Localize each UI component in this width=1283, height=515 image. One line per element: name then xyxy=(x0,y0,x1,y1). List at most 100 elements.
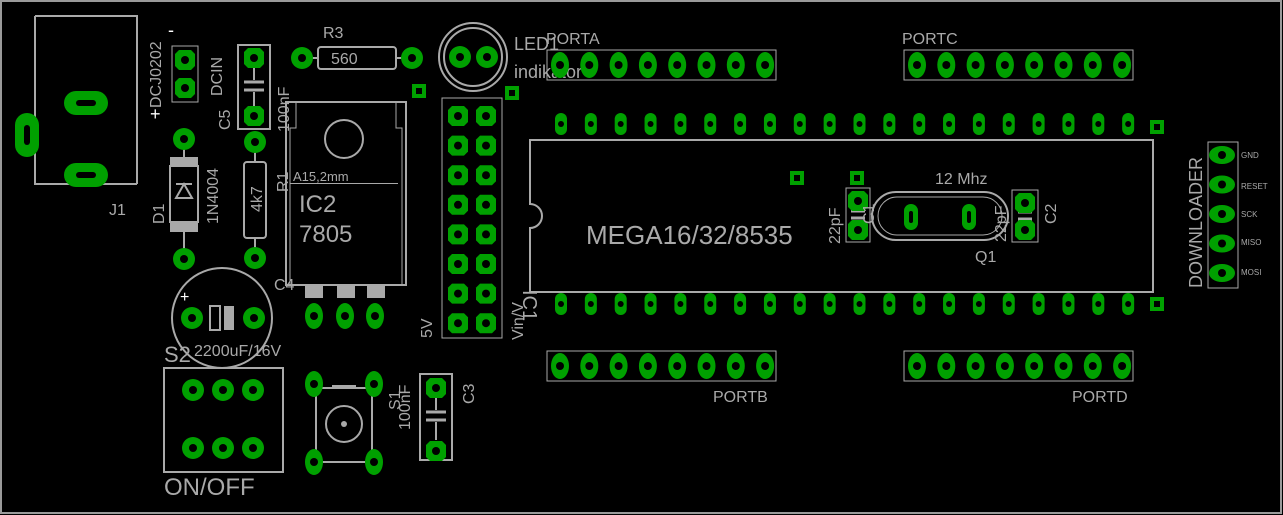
r3-label: R3 xyxy=(323,25,344,42)
mcu-pin xyxy=(913,293,926,315)
header-pin xyxy=(995,353,1014,379)
capacitor-c2 xyxy=(1011,189,1039,243)
cap-value-label: 2200uF/16V xyxy=(194,343,282,360)
cap-plus-label: + xyxy=(180,289,189,306)
mcu-pin xyxy=(1092,113,1105,135)
header-pin xyxy=(966,52,985,78)
mcu-pin xyxy=(614,293,627,315)
mcu-pin xyxy=(853,113,866,135)
q1-label: Q1 xyxy=(975,249,996,266)
mcu-pin xyxy=(943,113,956,135)
dcin-label: DCIN xyxy=(209,57,226,96)
header-pin xyxy=(476,165,496,186)
mcu-pin xyxy=(823,113,836,135)
header-pin xyxy=(1113,353,1132,379)
header-pin xyxy=(448,283,468,304)
header-pin xyxy=(448,224,468,245)
header-pin xyxy=(638,353,657,379)
crystal-q1 xyxy=(871,191,1009,241)
header-pin xyxy=(726,353,745,379)
mcu-pin xyxy=(1002,113,1015,135)
d1-label: D1 xyxy=(151,203,168,224)
power-header xyxy=(441,97,503,339)
header-pin xyxy=(937,52,956,78)
header-pin xyxy=(551,52,569,78)
header-pin xyxy=(756,52,775,78)
mcu-pin xyxy=(1002,293,1015,315)
header-pin xyxy=(551,353,569,379)
mcu-pin xyxy=(853,293,866,315)
c5-value-label: 100nF xyxy=(276,86,293,132)
led1-label: LED1 xyxy=(514,34,559,54)
mcu-label: MEGA16/32/8535 xyxy=(586,220,793,250)
r1-label: R1 xyxy=(275,171,292,192)
r3-value-label: 560 xyxy=(331,51,358,68)
mcu-pin xyxy=(1032,113,1045,135)
pin-reset-label: RESET xyxy=(1241,182,1268,191)
pin-sck-label: SCK xyxy=(1241,210,1258,219)
s1-label: S1 xyxy=(387,390,404,410)
mcu-pin xyxy=(1122,293,1135,315)
portc-label: PORTC xyxy=(902,31,958,48)
header-pin xyxy=(580,52,599,78)
header-pin xyxy=(638,52,657,78)
mcu-pin xyxy=(704,113,717,135)
capacitor-c3 xyxy=(419,373,453,461)
downloader-pin xyxy=(1209,264,1235,282)
switch-label: ON/OFF xyxy=(164,474,255,501)
header-pin xyxy=(448,194,468,215)
header-pin xyxy=(580,353,599,379)
mcu-pin xyxy=(734,113,747,135)
d1-value-label: 1N4004 xyxy=(205,168,222,224)
header-pin xyxy=(609,52,628,78)
downloader-pin xyxy=(1209,175,1235,194)
via-pad xyxy=(1150,297,1164,311)
header-pin xyxy=(668,52,687,78)
portb-label: PORTB xyxy=(713,389,768,406)
mcu-pin xyxy=(943,293,956,315)
mcu-pin xyxy=(674,293,687,315)
vin-label: Vin/V xyxy=(510,302,527,340)
downloader-label: DOWNLOADER xyxy=(1186,157,1206,288)
header-pin xyxy=(697,353,716,379)
header-pin xyxy=(476,194,496,215)
header-pin xyxy=(476,254,496,274)
header-pin xyxy=(1025,52,1044,78)
mcu-pin xyxy=(584,113,597,135)
crystal-label: 12 Mhz xyxy=(935,171,987,188)
dcin-header xyxy=(171,45,199,103)
mcu-pin xyxy=(763,113,776,135)
header-pin xyxy=(756,353,775,379)
downloader-pin xyxy=(1209,146,1235,164)
portb-header xyxy=(546,350,777,382)
mcu-pin xyxy=(793,113,806,135)
switch-s2 xyxy=(163,367,284,473)
capacitor-c5 xyxy=(237,44,271,130)
portc-header xyxy=(903,49,1134,81)
header-pin xyxy=(1083,52,1102,78)
ic1-label: IC1 xyxy=(518,290,540,321)
header-pin xyxy=(908,52,926,78)
mcu-pin xyxy=(1092,293,1105,315)
mcu-pin xyxy=(584,293,597,315)
c3-label: C3 xyxy=(461,383,478,404)
dc-minus-label: - xyxy=(168,20,174,40)
header-pin xyxy=(448,254,468,274)
c1-label: C1 xyxy=(861,203,878,224)
led1-desc-label: indikator xyxy=(514,62,582,82)
dc-jack-model-label: DCJ0202 xyxy=(148,41,165,108)
ic2-label: IC2 xyxy=(299,191,336,218)
dc-jack-j1 xyxy=(15,15,138,187)
mcu-ic1 xyxy=(529,113,1154,315)
mcu-pin xyxy=(1032,293,1045,315)
resistor-r1 xyxy=(243,131,267,269)
via-pad xyxy=(1150,120,1164,134)
pin-gnd-label: GND xyxy=(1241,151,1259,160)
header-pin xyxy=(668,353,687,379)
mcu-pin xyxy=(793,293,806,315)
pin-miso-label: MISO xyxy=(1241,238,1261,247)
header-pin xyxy=(448,165,468,186)
downloader-pin xyxy=(1209,234,1235,253)
